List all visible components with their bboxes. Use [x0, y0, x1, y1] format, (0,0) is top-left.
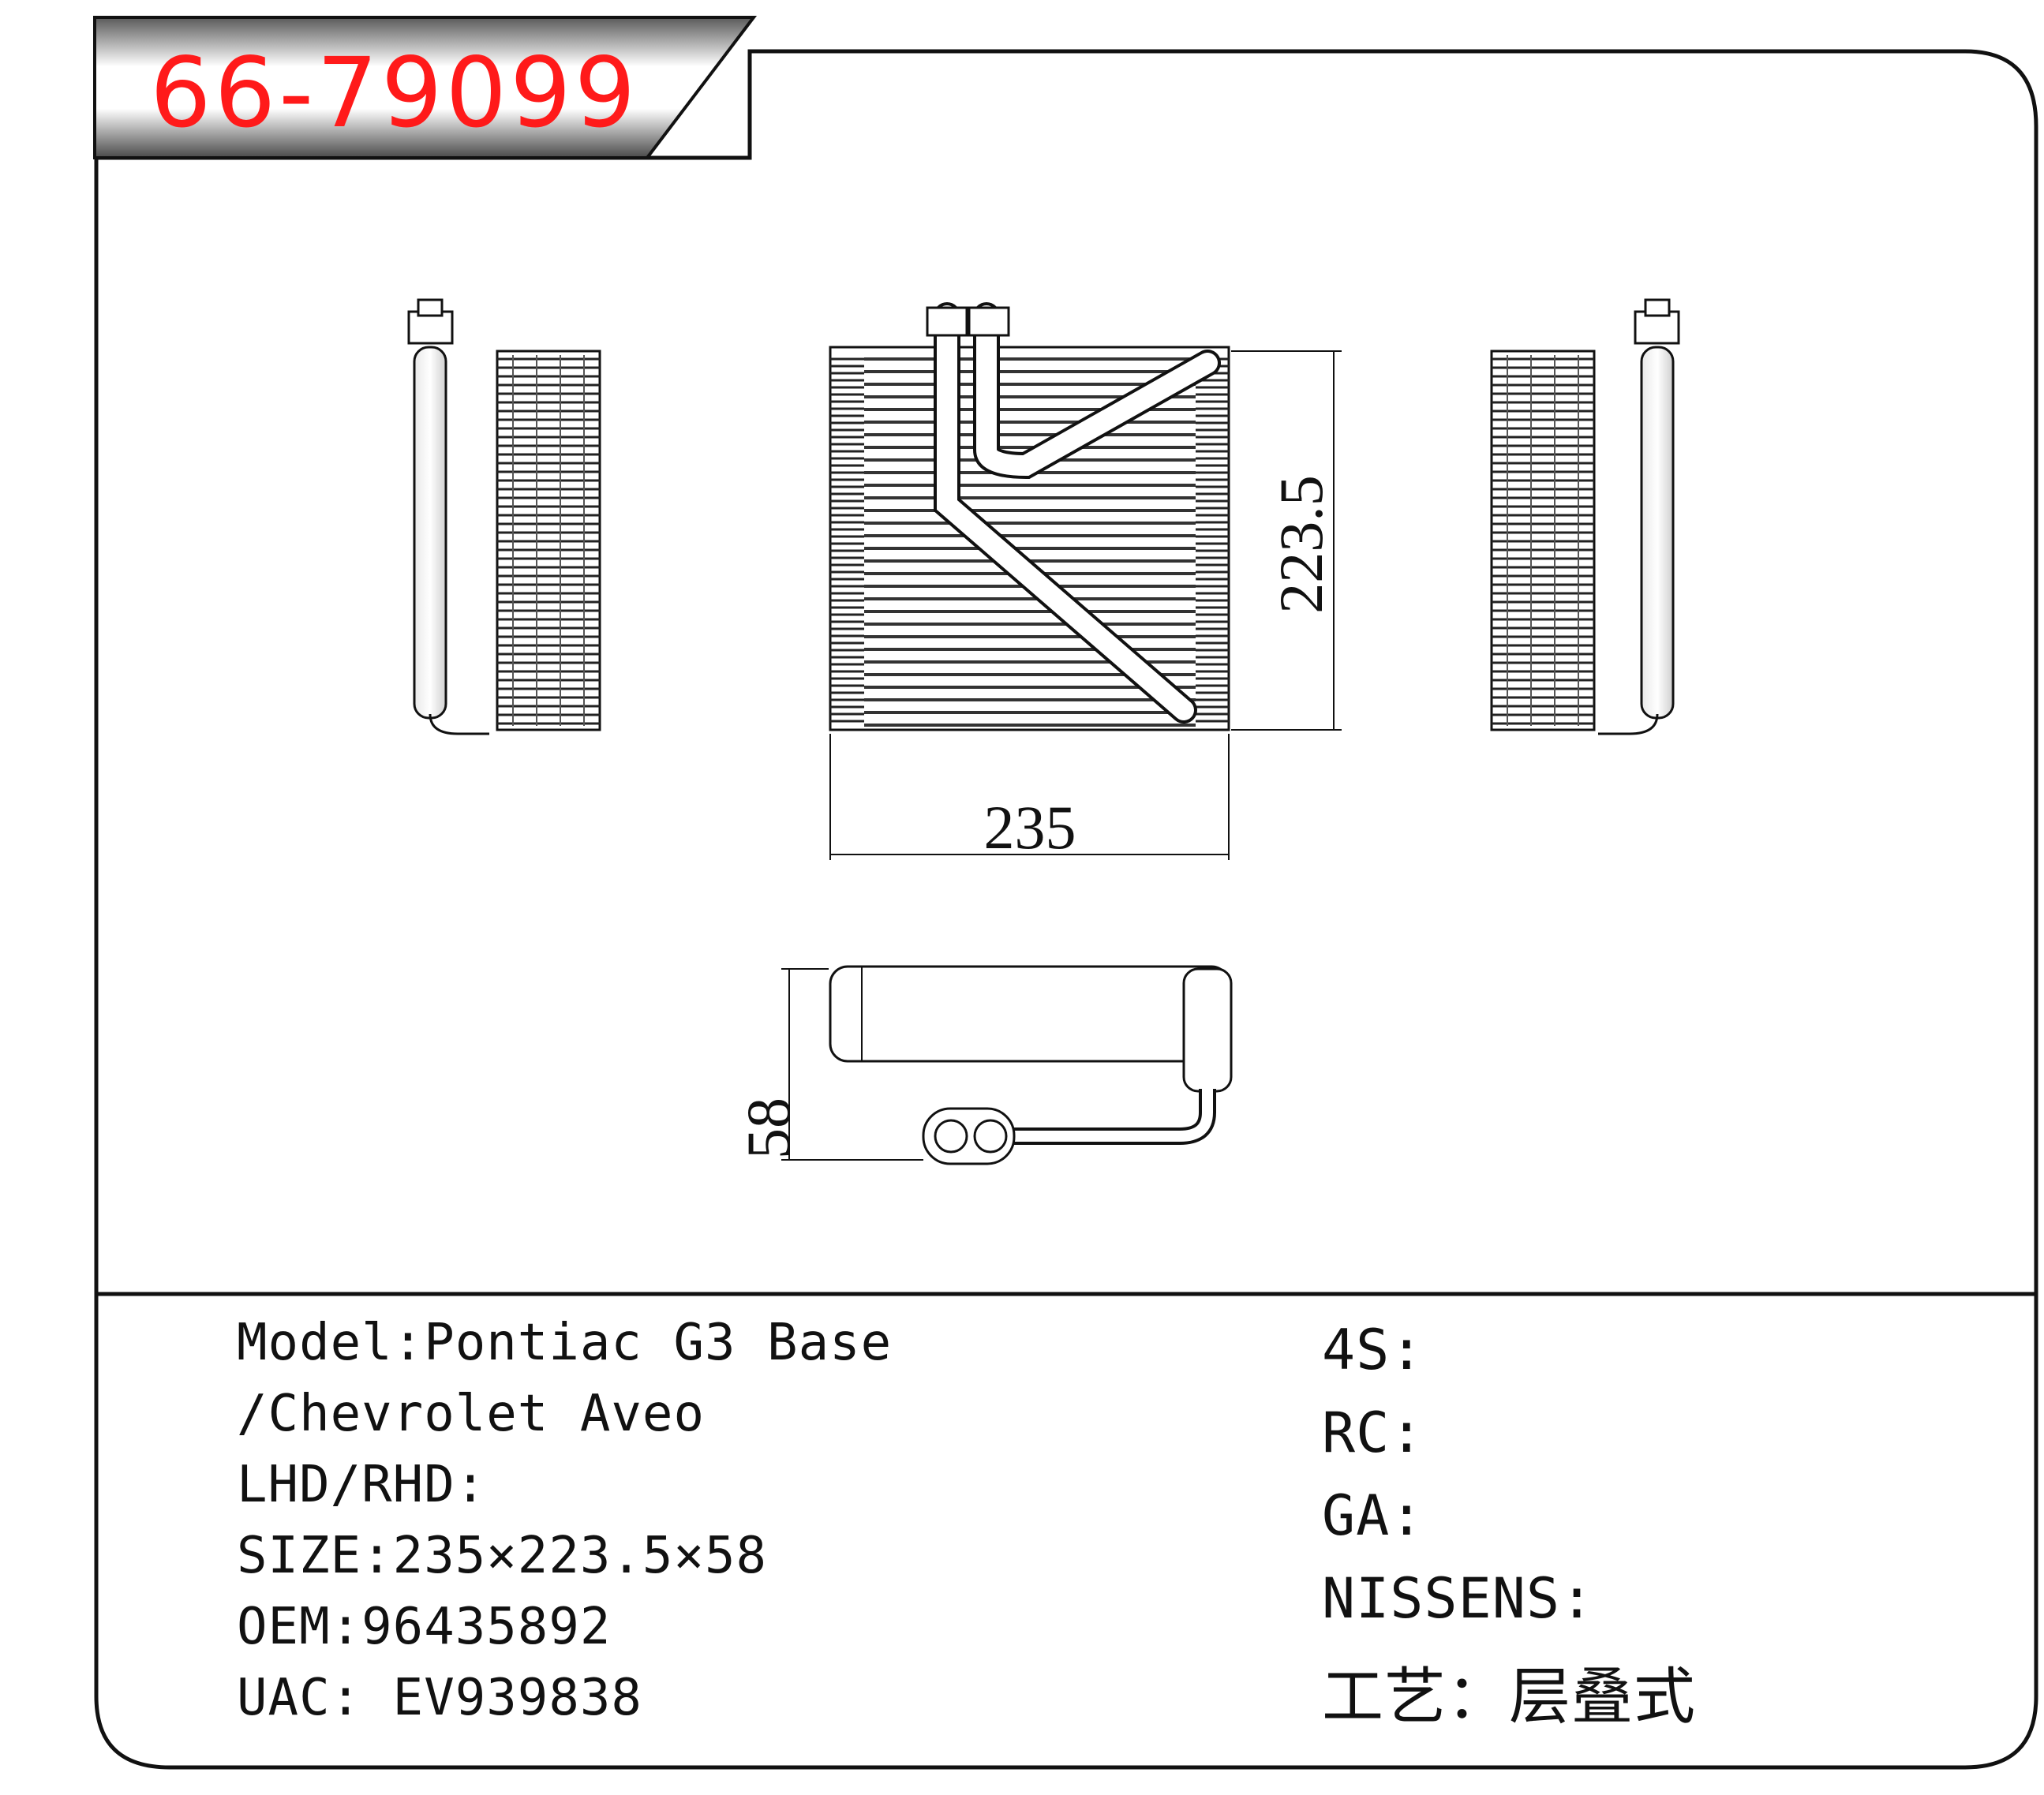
core-top [829, 965, 1230, 1063]
spec-model: Model:Pontiac G3 Base [237, 1314, 893, 1372]
spec-4s: 4S: [1322, 1318, 1424, 1382]
spec-model-cont: /Chevrolet Aveo [237, 1385, 705, 1443]
spec-nissens: NISSENS: [1322, 1566, 1595, 1631]
spec-rc: RC: [1322, 1400, 1424, 1465]
tube-rows [864, 357, 1196, 727]
pipe-fitting-cap [1644, 298, 1671, 317]
fin-stack [1492, 355, 1594, 726]
spec-process: 工艺：层叠式 [1322, 1662, 1697, 1733]
spec-lhd-rhd: LHD/RHD: [237, 1456, 487, 1514]
left-side-view [407, 298, 601, 735]
flange-hole-a [934, 1119, 968, 1154]
inlet-pipe [413, 346, 447, 720]
side-fins [830, 357, 1229, 723]
dim-depth: 58 [734, 1098, 803, 1159]
dim-width: 235 [984, 793, 1076, 862]
front-view: 223.5 235 [829, 302, 1342, 862]
spec-uac: UAC: EV939838 [237, 1669, 642, 1727]
spec-ga: GA: [1322, 1483, 1424, 1548]
core-outline [829, 346, 1230, 731]
spec-size: SIZE:235×223.5×58 [237, 1527, 768, 1585]
fin-stack [497, 355, 600, 726]
inlet-pipe [1640, 346, 1675, 720]
top-view: 58 [734, 965, 1233, 1165]
outlet-pipe-inner [937, 305, 1194, 720]
fitting-b [968, 306, 1010, 337]
lower-bend [429, 713, 489, 735]
inlet-pipe-inner [976, 305, 1218, 477]
flange-pipe-inner [1010, 1089, 1213, 1142]
drawing-frame [94, 49, 2038, 1770]
dim-height: 223.5 [1267, 475, 1335, 614]
pipe-bend-block [1182, 967, 1233, 1093]
lower-bend [1598, 713, 1659, 735]
part-number: 66-79099 [150, 37, 638, 149]
right-side-view [1490, 298, 1680, 735]
spec-oem: OEM:96435892 [237, 1598, 612, 1656]
part-number-tab [93, 16, 758, 159]
flange-hole-b [973, 1119, 1008, 1154]
pipe-fitting-cap [417, 298, 444, 317]
flange-pipe [1010, 1089, 1216, 1145]
fitting-a [926, 306, 968, 337]
